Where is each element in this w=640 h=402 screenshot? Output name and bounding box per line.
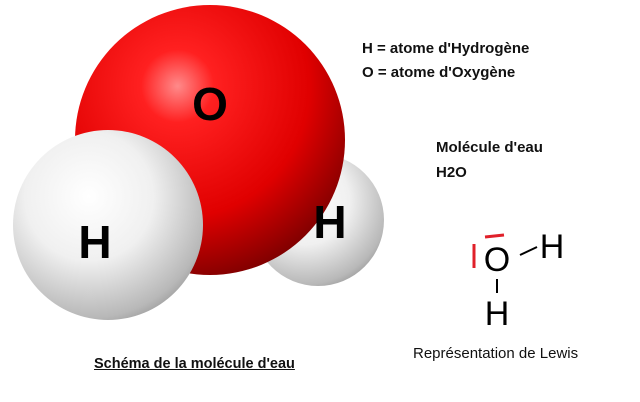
molecule-formula: H2O (436, 164, 467, 181)
lewis-caption: Représentation de Lewis (413, 345, 579, 362)
legend-hydrogen: H = atome d'Hydrogène (362, 40, 530, 57)
lewis-oxygen: O (484, 241, 510, 279)
legend-oxygen: O = atome d'Oxygène (362, 64, 516, 81)
hydrogen-atom-left (13, 130, 203, 320)
hydrogen-left-label: H (78, 216, 111, 268)
oxygen-label: O (192, 78, 228, 130)
lewis-structure: O H H (472, 228, 565, 333)
water-molecule-3d-model: O H H (13, 5, 384, 320)
lewis-hydrogen-bottom: H (485, 295, 510, 333)
molecule-title: Molécule d'eau (436, 139, 543, 156)
diagram-caption: Schéma de la molécule d'eau (94, 356, 295, 372)
hydrogen-right-label: H (313, 196, 346, 248)
lewis-bond-right (519, 246, 538, 256)
lewis-lone-pair-top (484, 233, 505, 239)
lewis-hydrogen-right: H (540, 228, 565, 266)
